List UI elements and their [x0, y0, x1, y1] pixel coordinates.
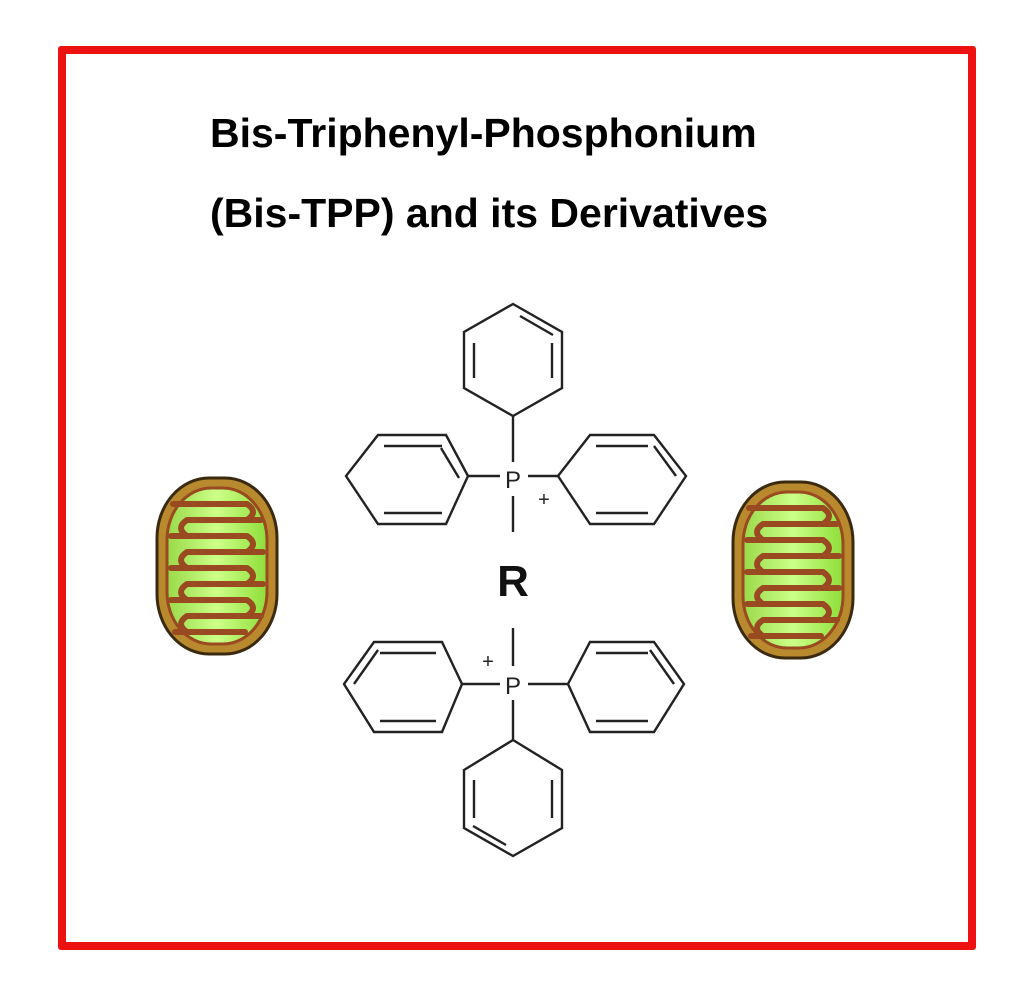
title-line-1: Bis-Triphenyl-Phosphonium	[210, 110, 757, 156]
red-frame	[58, 46, 976, 950]
phenyl-ring	[462, 302, 564, 418]
positive-charge-label: +	[538, 489, 550, 511]
title-line-2: (Bis-TPP) and its Derivatives	[210, 190, 769, 236]
phenyl-ring	[556, 433, 688, 526]
phenyl-ring	[566, 640, 686, 734]
phosphorus-atom-label: P	[505, 673, 521, 700]
r-group-label: R	[497, 557, 529, 606]
mitochondrion-icon	[157, 478, 277, 654]
phenyl-ring	[342, 640, 464, 734]
mitochondrion-icon	[733, 482, 853, 658]
phenyl-ring	[462, 738, 564, 858]
phenyl-ring	[344, 433, 470, 526]
phosphorus-atom-label: P	[505, 467, 521, 494]
positive-charge-label: +	[482, 651, 494, 673]
